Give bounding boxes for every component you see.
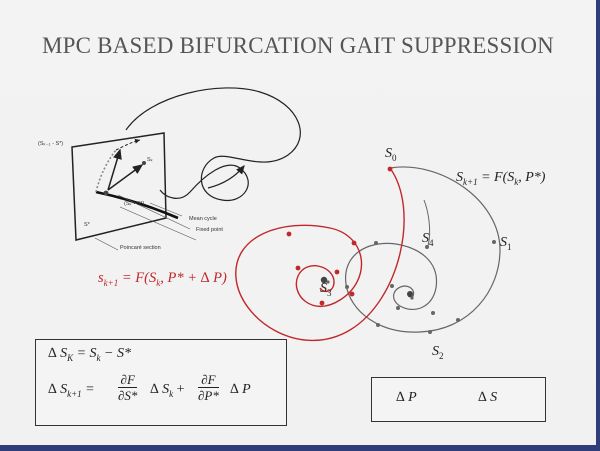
delta-sk-equation: ∆ SK = Sk − S*: [48, 346, 131, 363]
controlled-spiral: [235, 167, 405, 342]
poincare-inset: [71, 87, 301, 251]
control-map-box: ∆ P ∆ S: [371, 377, 546, 422]
mean-cycle-loop: [125, 87, 301, 202]
label-s1: S1: [500, 235, 512, 252]
label-sk: Sₖ: [147, 157, 154, 163]
vector-sk: [107, 164, 144, 191]
label-s2: S2: [432, 344, 444, 361]
uncontrolled-equation: Sk+1 = F(Sk, P*): [456, 170, 546, 187]
linearization-box: ∆ SK = Sk − S* ∆ Sk+1 = ∂F ∂S* ∆ Sk + ∂F…: [35, 339, 287, 426]
uncontrolled-trajectory: [326, 166, 501, 334]
label-poincare-section: Poincaré section: [120, 245, 161, 251]
fixed-point-dot: [103, 190, 109, 196]
slide-title: MPC BASED BIFURCATION GAIT SUPPRESSION: [41, 33, 554, 58]
label-sk-minus: (Sₖ - S*): [124, 201, 145, 207]
label-s3: S3: [320, 281, 332, 298]
fraction-df-ds: ∂F ∂S*: [118, 372, 138, 403]
poincare-plane: [71, 132, 167, 241]
label-fixed-point: Fixed point: [196, 227, 223, 233]
controlled-trajectory: [235, 166, 413, 342]
uncontrolled-spiral: [345, 166, 501, 333]
mean-cycle-arrow: [207, 164, 245, 189]
control-to: ∆ S: [478, 390, 498, 405]
controlled-equation: sk+1 = F(Sk, P* + ∆ P): [98, 270, 227, 288]
label-s-star: S*: [84, 222, 90, 228]
mean-cycle-thick: [95, 190, 179, 220]
linearized-lhs: ∆ Sk+1 =: [48, 382, 95, 399]
control-from: ∆ P: [396, 390, 417, 405]
label-s0: S0: [385, 146, 397, 163]
label-mean-cycle: Mean cycle: [189, 216, 217, 222]
vector-sk1: [107, 148, 122, 191]
linearized-term1: ∆ Sk +: [150, 382, 185, 399]
label-s-minus: (Sₖ₋₁ - S*): [38, 141, 64, 147]
label-s4: S4: [422, 231, 434, 248]
linearized-term2: ∆ P: [230, 382, 251, 397]
fraction-df-dp: ∂F ∂P*: [198, 372, 219, 403]
